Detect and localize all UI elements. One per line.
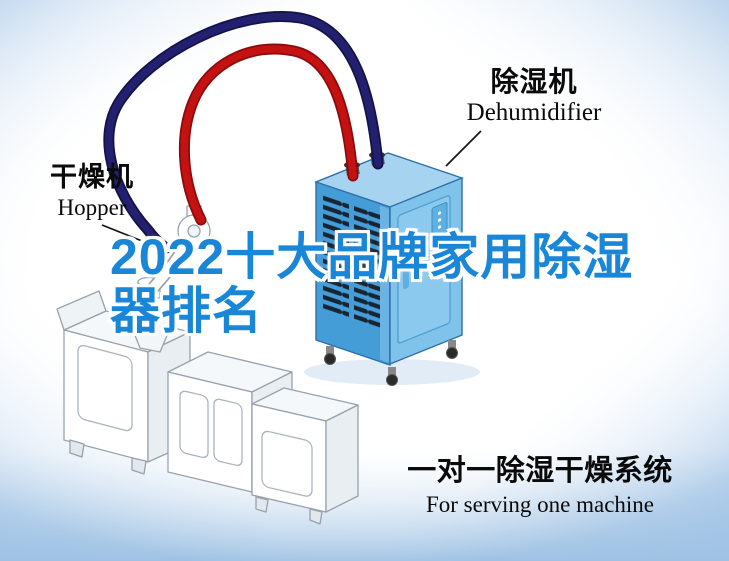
control-panel xyxy=(431,202,448,243)
panel-button xyxy=(437,225,442,229)
dehumidifier-label-en: Dehumidifier xyxy=(466,99,602,126)
page-title: 2022十大品牌家用除湿 器排名 xyxy=(110,230,682,338)
dehumidifier-label-cn: 除湿机 xyxy=(490,66,578,97)
feed-unit-back-lip xyxy=(56,290,107,331)
vent-grille-right xyxy=(354,204,380,331)
vent-face-highlight xyxy=(380,205,389,363)
caster-wheels xyxy=(324,340,458,386)
system-caption-cn: 一对一除湿干燥系统 xyxy=(407,455,673,487)
end-box-side xyxy=(325,404,359,513)
page-title-line1: 2022十大品牌家用除湿 xyxy=(110,229,634,285)
door-handle xyxy=(403,262,409,290)
system-caption-en: For serving one machine xyxy=(425,492,655,517)
vent-grille-left xyxy=(323,194,349,321)
dehumidifier-illustration xyxy=(304,151,480,386)
page-title-line2: 器排名 xyxy=(110,283,263,339)
hopper-label-cn: 干燥机 xyxy=(50,162,134,192)
panel-button xyxy=(437,211,442,215)
hopper-label-en: Hopper xyxy=(57,195,127,220)
red-hose xyxy=(178,43,359,226)
navy-hose xyxy=(103,11,384,254)
dehumidifier-pointer-line xyxy=(445,130,482,167)
dehumidifier-label: 除湿机 Dehumidifier xyxy=(450,66,618,128)
hopper-pointer-line xyxy=(101,224,158,248)
panel-button xyxy=(437,218,442,222)
hopper-label: 干燥机 Hopper xyxy=(36,162,148,222)
machine-panels xyxy=(77,344,313,497)
system-caption: 一对一除湿干燥系统 For serving one machine xyxy=(392,454,688,521)
machine-feet xyxy=(69,439,323,525)
hopper-cone xyxy=(119,276,179,353)
end-box-front xyxy=(251,403,327,513)
